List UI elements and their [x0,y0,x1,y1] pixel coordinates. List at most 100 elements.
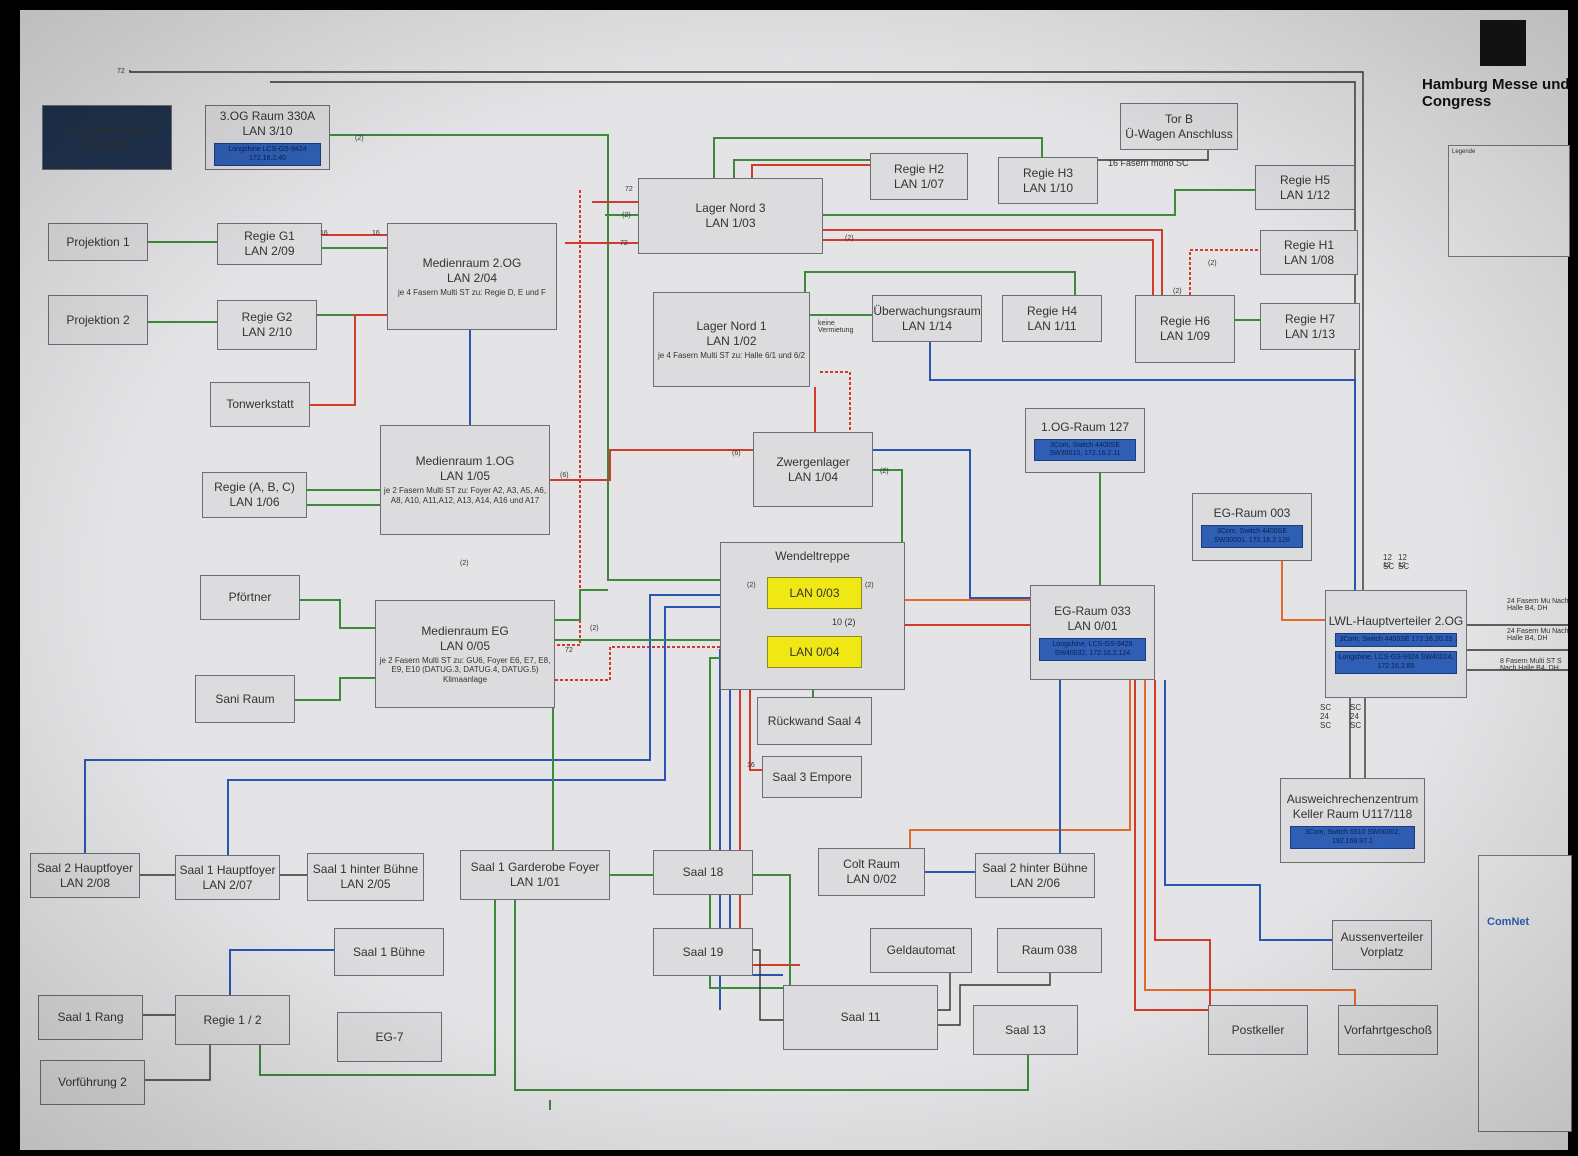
node-lan: LAN 1/04 [787,469,839,484]
wire-green [753,874,791,985]
switch-badge: Longshine LCS-GS-9424 172.16.2.40 [214,143,321,166]
hamburg-messe-logo [1480,20,1526,66]
wire-red [823,229,1163,295]
node-title: Saal 18 [682,865,724,879]
node-title: Postkeller [1231,1022,1285,1037]
link-fiber-count: (2) [622,212,631,219]
node-title: Ausweichrechenzentrum [1286,792,1419,807]
node-title: Saal 1 Hauptfoyer [179,862,276,877]
node-lan: LAN 1/14 [901,318,953,333]
node-title: Regie H6 [1159,314,1211,328]
node-title: Rückwand Saal 4 [767,713,862,728]
link-fiber-count: (6) [732,450,741,457]
link-fiber-count: 72 [565,647,573,654]
node-title: 3.OG Raum 314 [63,122,151,137]
node-title: Projektion 1 [66,234,130,249]
node-title: Überwachungsraum [873,303,981,318]
node-title: Regie H2 [893,161,945,176]
node-proj1: Projektion 1 [48,223,148,261]
node-lan: LAN 3/09 [81,137,133,152]
node-saal19: Saal 19 [653,928,753,976]
fiber-note-tor-b: 16 Fasern mono SC [1108,158,1189,168]
link-fiber-count: (2) [880,468,889,475]
node-geld: Geldautomat [870,928,972,973]
wire-blue [1164,680,1332,941]
node-lan: Keller Raum U117/118 [1292,807,1413,822]
node-lan: LAN 0/02 [846,872,897,886]
node-title: Regie G2 [241,310,293,324]
node-title: Vorfahrtgeschoß [1343,1022,1433,1037]
node-postk: Postkeller [1208,1005,1308,1055]
node-saal1rang: Saal 1 Rang [38,995,143,1040]
node-title: EG-7 [375,1029,404,1044]
switch-badge: 3Com, Switch 5510 SW00002, 192.168.97.1 [1290,826,1415,849]
wire-red [555,646,767,681]
link-fiber-count: 72 [620,240,628,247]
node-title: Saal 2 Hauptfoyer [36,860,134,875]
wire-orange [1144,680,1356,1005]
node-lan: LAN 1/10 [1022,180,1074,195]
link-fiber-count: (2) [1173,288,1182,295]
wire-blue [229,949,334,995]
node-lan004: LAN 0/04 [767,636,862,668]
company-name: ComNet [1487,916,1530,928]
node-title: Saal 2 hinter Bühne [982,860,1088,875]
node-lan: LAN 1/01 [509,875,561,889]
node-title: Aussenverteiler [1340,930,1424,944]
wire-green [733,159,870,178]
wire-blue [929,342,1356,590]
wire-red [1189,249,1260,295]
link-fiber-count: 16 [320,230,328,237]
wire-green [259,900,496,1076]
wire-red [820,371,851,432]
switch-badge: 3Com, Switch 4400SE SW30010, 172.16.2.11 [1033,438,1137,462]
node-title: 3.OG Raum 330A [219,109,316,124]
node-title: Saal 1 hinter Bühne [312,862,419,876]
node-title: Raum 038 [1021,943,1078,957]
node-lan: LAN 2/04 [446,270,498,285]
node-title: Regie G1 [244,229,295,243]
node-lan: LAN 1/12 [1279,187,1331,202]
node-lan: LAN 2/08 [59,875,111,890]
wire-orange [909,680,1131,848]
wire-black [938,973,1051,1026]
node-title: Saal 1 Garderobe Foyer [470,860,600,874]
node-title: Regie (A, B, C) [214,480,295,494]
node-lan: LAN 1/06 [229,495,280,509]
wire-blue [227,606,767,855]
node-title: Saal 1 Bühne [352,944,426,959]
wire-green [295,677,375,701]
node-lan: LAN 3/10 [242,124,293,139]
node-tonwerk: Tonwerkstatt [210,382,310,427]
switch-badge: 3Com, Switch 4400SE SW30001, 172.16.2.12… [1200,525,1304,548]
switch-badge: 3Com, Switch 4400SE 172.16.20.25 [1335,632,1457,648]
node-title: Regie H3 [1022,165,1074,180]
fiber-note-sc-24-left: SC 24 SC [1320,703,1332,730]
node-lan: LAN 2/10 [241,325,293,339]
node-regie-abc: Regie (A, B, C)LAN 1/06 [202,472,307,518]
wire-red [555,190,581,646]
fiber-note-right-3: 8 Fasern Multi ST S Nach Halle B4, DH [1500,658,1562,672]
link-fiber-count: (6) [560,472,569,479]
wire-black [753,949,783,1021]
link-fiber-count: (2) [128,130,137,137]
wire-green [514,900,1029,1091]
node-lan: LAN 1/13 [1284,326,1336,341]
node-rueck: Rückwand Saal 4 [757,697,872,745]
node-lan: LAN 1/11 [1027,318,1077,333]
node-saal3emp: Saal 3 Empore [762,756,862,798]
